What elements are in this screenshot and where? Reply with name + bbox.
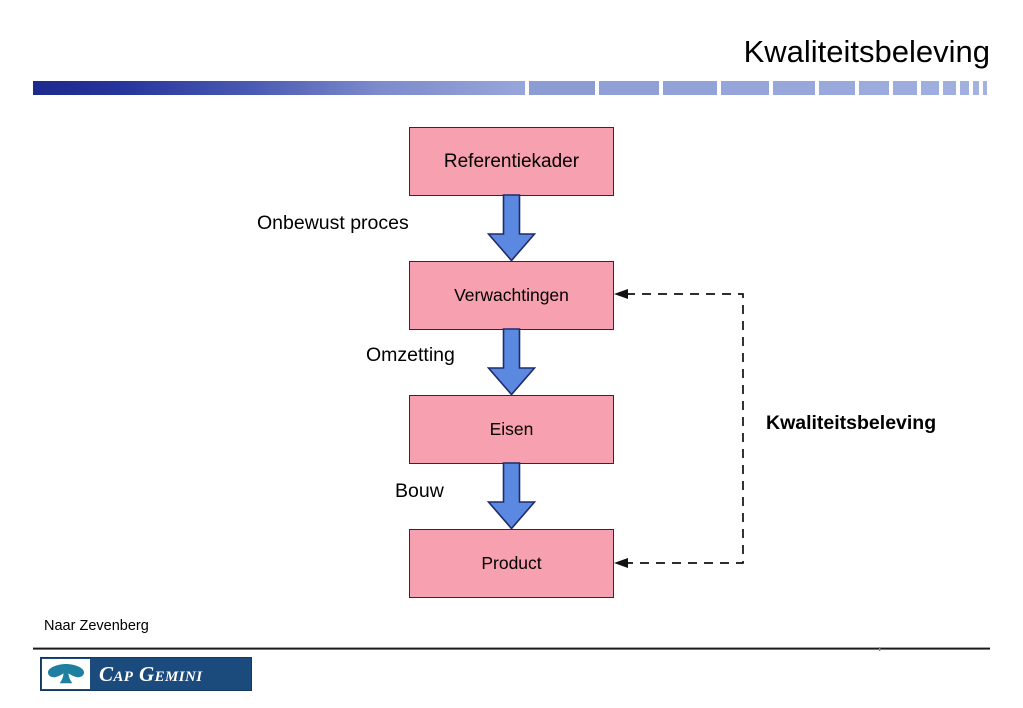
flow-node-verwachtingen[interactable]: Verwachtingen [409, 261, 614, 330]
flow-node-label: Eisen [489, 419, 534, 439]
edge-label-omzetting: Omzetting [366, 344, 455, 366]
header-accent-bar [33, 81, 990, 96]
cap-gemini-logo: Cap Gemini [40, 657, 252, 691]
down-arrow-icon [487, 194, 536, 262]
down-arrow-icon [487, 462, 536, 530]
spade-icon [42, 659, 90, 689]
loop-caption-kwaliteitsbeleving: Kwaliteitsbeleving [766, 412, 937, 434]
logo-wordmark: Cap Gemini [99, 661, 203, 686]
flow-node-label: Product [481, 553, 542, 573]
page-title: Kwaliteitsbeleving [743, 34, 990, 69]
edge-label-onbewust-proces: Onbewust proces [257, 212, 409, 234]
down-arrow-icon [487, 328, 536, 396]
flow-node-eisen[interactable]: Eisen [409, 395, 614, 464]
flow-node-product[interactable]: Product [409, 529, 614, 598]
flow-node-label: Referentiekader [443, 150, 580, 172]
footer-divider [33, 647, 990, 651]
edge-label-bouw: Bouw [395, 480, 444, 502]
flow-node-label: Verwachtingen [454, 285, 569, 305]
flow-node-referentiekader[interactable]: Referentiekader [409, 127, 614, 196]
source-note: Naar Zevenberg [44, 618, 149, 634]
